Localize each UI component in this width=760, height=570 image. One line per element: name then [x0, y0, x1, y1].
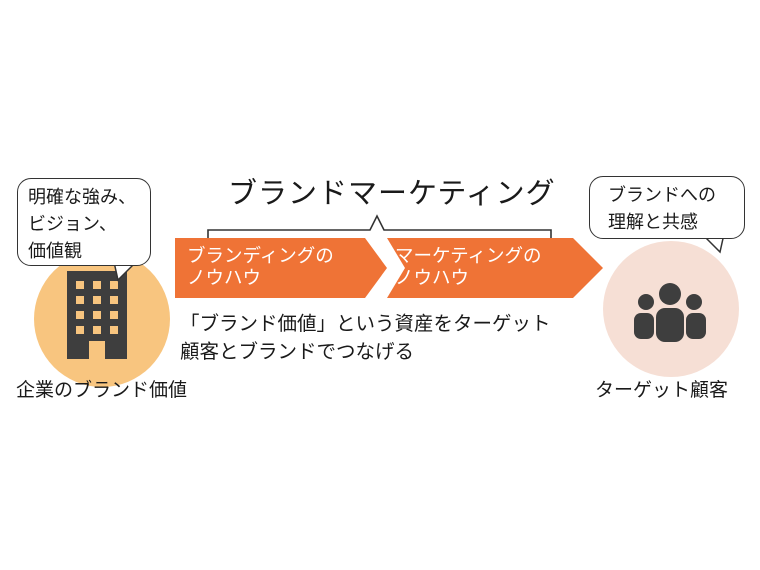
strengths-bubble: 明確な強み、 ビジョン、 価値観 [17, 178, 151, 266]
bubble-line: ブランドへの [608, 185, 716, 206]
branding-knowhow-label: ブランディングの ノウハウ [187, 246, 334, 289]
marketing-arrow [387, 238, 603, 298]
bubble-line: ビジョン、 [28, 214, 117, 235]
bubble-line: 価値観 [28, 241, 82, 262]
left-bubble-tail [113, 261, 137, 282]
bubble-line: 理解と共感 [608, 212, 698, 233]
company-brand-value-label: 企業のブランド価値 [16, 379, 188, 401]
process-arrows [175, 238, 603, 298]
marketing-knowhow-label: マーケティングの ノウハウ [395, 246, 542, 289]
understanding-bubble: ブランドへの 理解と共感 [589, 176, 745, 239]
branding-arrow [175, 238, 387, 298]
bubble-line: 明確な強み、 [28, 187, 136, 208]
people-icon [634, 283, 706, 342]
target-customer-label: ターゲット顧客 [595, 379, 729, 401]
description-text: 「ブランド価値」という資産をターゲット 顧客とブランドでつなげる [180, 312, 551, 363]
diagram-title: ブランドマーケティング [228, 176, 556, 210]
building-icon [67, 271, 127, 359]
title-bracket [207, 214, 552, 240]
